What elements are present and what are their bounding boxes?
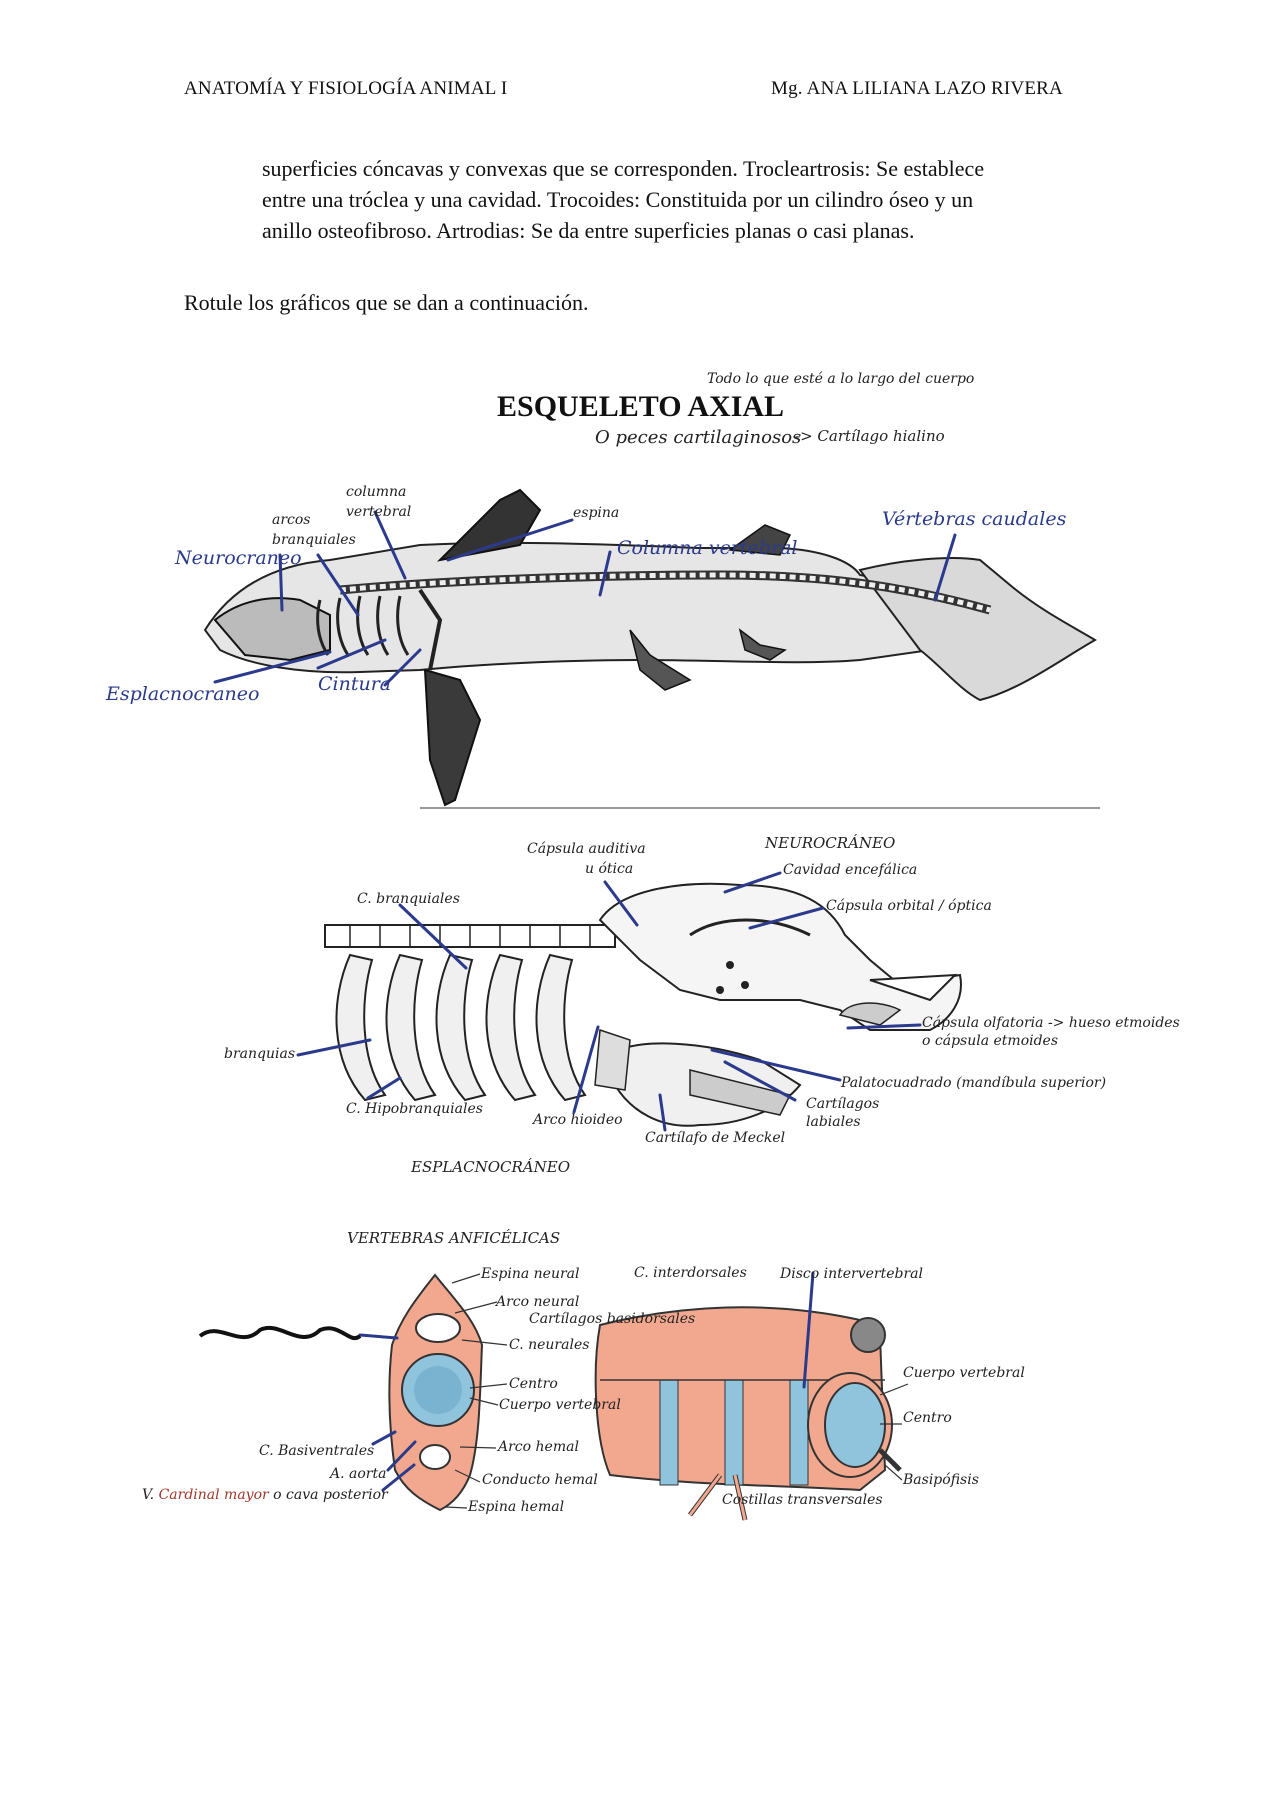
label-arco-hioideo: Arco hioideo <box>533 1112 623 1128</box>
header-right: Mg. ANA LILIANA LAZO RIVERA <box>771 78 1063 99</box>
label-centro-right: Centro <box>903 1410 952 1426</box>
label-cartilagos-labiales-1: Cartílagos <box>806 1096 880 1112</box>
label-neurocraneo: Neurocraneo <box>175 547 302 569</box>
label-vertebras-caudales: Vértebras caudales <box>882 508 1067 530</box>
label-esplacnocraneo: Esplacnocraneo <box>106 683 260 705</box>
body-line-2: entre una tróclea y una cavidad. Trocoid… <box>262 187 974 212</box>
label-palatocuadrado: Palatocuadrado (mandíbula superior) <box>841 1075 1107 1091</box>
note-axial-length: Todo lo que esté a lo largo del cuerpo <box>707 371 975 387</box>
label-columna-2: vertebral <box>346 504 412 520</box>
label-cuerpo-vertebral: Cuerpo vertebral <box>499 1397 621 1413</box>
label-arcos-1: arcos <box>272 512 311 528</box>
label-cuerpo-vertebral-right: Cuerpo vertebral <box>903 1365 1025 1381</box>
label-esplacnocraneo-caps: ESPLACNOCRÁNEO <box>411 1158 570 1176</box>
label-branquias: branquias <box>224 1046 296 1062</box>
label-v-prefix: V. <box>142 1487 159 1503</box>
label-cintura: Cintura <box>318 673 392 695</box>
body-line-1: superficies cóncavas y convexas que se c… <box>262 156 985 181</box>
label-c-branquiales: C. branquiales <box>357 891 460 907</box>
label-c-neurales: C. neurales <box>509 1337 590 1353</box>
label-vertebras-anficelicas: VERTEBRAS ANFICÉLICAS <box>347 1229 561 1247</box>
label-conducto-hemal: Conducto hemal <box>482 1472 598 1488</box>
instruction: Rotule los gráficos que se dan a continu… <box>184 290 589 315</box>
label-espina: espina <box>573 505 620 521</box>
label-capsula-auditiva-2: u ótica <box>585 861 634 877</box>
label-arco-neural: Arco neural <box>496 1294 580 1310</box>
label-c-interdorsales: C. interdorsales <box>634 1265 747 1281</box>
label-basipofisis: Basipófisis <box>903 1472 979 1488</box>
figure1-subtitle-arrow: -> Cartílago hialino <box>795 427 945 445</box>
label-cartilago-meckel: Cartílafo de Meckel <box>645 1130 786 1146</box>
label-capsula-auditiva-1: Cápsula auditiva <box>527 841 646 857</box>
label-capsula-orbital: Cápsula orbital / óptica <box>826 898 992 914</box>
label-espina-neural: Espina neural <box>481 1266 580 1282</box>
label-cava-posterior: o cava posterior <box>268 1487 388 1503</box>
label-costillas-transversales: Costillas transversales <box>722 1492 883 1508</box>
label-espina-hemal: Espina hemal <box>468 1499 565 1515</box>
figure1-title: ESQUELETO AXIAL <box>497 390 785 423</box>
label-c-hipobranquiales: C. Hipobranquiales <box>346 1101 483 1117</box>
label-capsula-olfatoria-2: o cápsula etmoides <box>922 1033 1059 1049</box>
label-centro: Centro <box>509 1376 558 1392</box>
header-left: ANATOMÍA Y FISIOLOGÍA ANIMAL I <box>184 78 508 99</box>
label-capsula-olfatoria-1: Cápsula olfatoria -> hueso etmoides <box>922 1015 1180 1031</box>
label-cavidad-encefalica: Cavidad encefálica <box>783 862 918 878</box>
label-neurocraneo-caps: NEUROCRÁNEO <box>765 834 896 852</box>
label-v-cardinal-mayor: V. Cardinal mayor o cava posterior <box>142 1487 388 1503</box>
label-cartilagos-basidorsales: Cartílagos basidorsales <box>529 1311 696 1327</box>
label-c-basiventrales: C. Basiventrales <box>259 1443 375 1459</box>
label-cartilagos-labiales-2: labiales <box>806 1114 861 1130</box>
label-columna-1: columna <box>346 484 407 500</box>
label-disco-intervertebral: Disco intervertebral <box>780 1266 923 1282</box>
label-columna-vertebral: Columna vertebral <box>617 537 798 559</box>
label-arcos-2: branquiales <box>272 532 356 548</box>
scribble-mark <box>198 1326 362 1340</box>
label-a-aorta: A. aorta <box>330 1466 387 1482</box>
body-line-3: anillo osteofibroso. Artrodias: Se da en… <box>262 218 915 243</box>
figure1-subtitle: O peces cartilaginosos <box>595 427 802 448</box>
label-arco-hemal: Arco hemal <box>498 1439 579 1455</box>
label-cardinal-mayor: Cardinal mayor <box>158 1487 269 1503</box>
